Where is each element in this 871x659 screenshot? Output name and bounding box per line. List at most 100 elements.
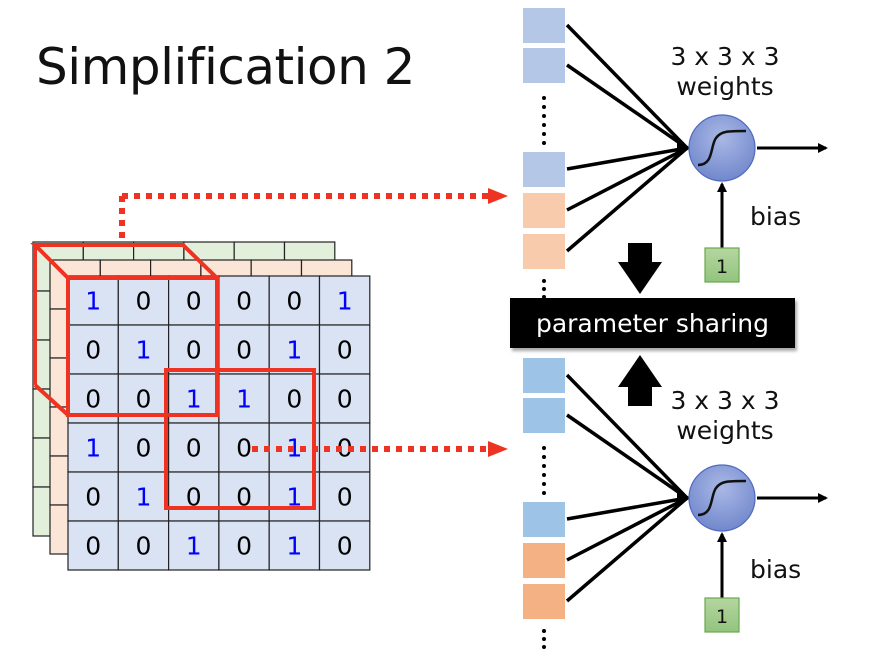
matrix-cell-value: 0 [85, 483, 101, 512]
matrix-cell-value: 0 [135, 385, 151, 414]
matrix-cell-bg [318, 324, 371, 375]
matrix-cell-bg [268, 373, 321, 424]
matrix-cell-bg [218, 275, 270, 326]
matrix-cell-bg [318, 275, 371, 326]
weight-connection [566, 63, 688, 150]
matrix-cell: 0 [168, 324, 220, 375]
matrix-cell: 0 [318, 520, 371, 571]
matrix-cell: 0 [318, 324, 371, 375]
matrix-cell: 0 [67, 324, 119, 375]
matrix-cell: 1 [67, 422, 119, 473]
parameter-sharing-label: parameter sharing [510, 298, 795, 348]
sigmoid-icon [697, 479, 747, 517]
weight-connection [566, 413, 688, 500]
matrix-cell-value: 0 [236, 483, 252, 512]
matrix-cell: 1 [318, 275, 371, 326]
receptive-field-1-front [66, 276, 219, 417]
matrix-cell-bg [168, 324, 220, 375]
dot [542, 141, 546, 145]
input-node [523, 152, 565, 187]
dot [542, 637, 546, 641]
matrix-cell-value: 0 [135, 434, 151, 463]
input-node [523, 234, 565, 269]
weight-connection [565, 146, 689, 253]
matrix-cell-bg [318, 373, 371, 424]
matrix-cell-bg [268, 471, 321, 522]
matrix-cell-value: 0 [236, 287, 252, 316]
matrix-cell-value: 1 [135, 483, 151, 512]
matrix-cell-value: 0 [236, 336, 252, 365]
matrix-cell: 0 [218, 520, 270, 571]
dot [542, 482, 546, 486]
input-node [523, 8, 565, 43]
matrix-cell: 1 [67, 275, 119, 326]
weights-label-top: 3 x 3 x 3 weights [655, 42, 795, 102]
matrix-cell-bg [168, 471, 220, 522]
matrix-cell: 0 [218, 275, 270, 326]
matrix-cell-bg [318, 520, 371, 571]
ellipsis-icon [542, 96, 546, 145]
dot [542, 114, 546, 118]
weights-label-bottom-line1: 3 x 3 x 3 [670, 386, 780, 415]
input-node [523, 584, 565, 619]
matrix-cell-value: 0 [236, 434, 252, 463]
matrix-cell: 0 [168, 422, 220, 473]
matrix-cell: 0 [268, 373, 321, 424]
matrix-cell: 1 [218, 373, 270, 424]
matrix-cell-value: 1 [85, 434, 101, 463]
matrix-cell-value: 0 [186, 287, 202, 316]
connector-1-arrowhead [488, 188, 508, 204]
dot [542, 473, 546, 477]
matrix-cell-value: 0 [85, 532, 101, 561]
matrix-cell-value: 1 [85, 287, 101, 316]
weight-connection [565, 496, 689, 603]
matrix-cell-value: 0 [135, 287, 151, 316]
weights-label-bottom: 3 x 3 x 3 weights [655, 386, 795, 446]
dot [542, 446, 546, 450]
matrix-cell-bg [117, 275, 170, 326]
matrix-cell-bg [218, 471, 270, 522]
weight-connection [566, 496, 688, 521]
matrix-cell-value: 1 [286, 483, 302, 512]
dot [542, 132, 546, 136]
matrix-cell: 0 [67, 471, 119, 522]
dot [542, 287, 546, 291]
dot [542, 491, 546, 495]
bias-box [704, 597, 740, 633]
neuron-circle [688, 114, 756, 182]
bias-value: 1 [716, 606, 728, 628]
matrix-cell: 1 [117, 471, 170, 522]
arrowhead-icon [677, 140, 691, 156]
weights-label-top-line2: weights [676, 72, 774, 101]
matrix-cell: 0 [218, 471, 270, 522]
arrowhead-icon [677, 490, 691, 506]
bias-box [704, 247, 740, 283]
matrix-cell: 0 [117, 275, 170, 326]
matrix-cell-value: 0 [337, 385, 353, 414]
matrix-cell-bg [168, 520, 220, 571]
connector-1 [119, 188, 508, 246]
input-node [523, 48, 565, 83]
matrix-cell-bg [67, 520, 119, 571]
matrix-cell: 0 [168, 275, 220, 326]
matrix-cell: 0 [218, 422, 270, 473]
weights-label-top-line1: 3 x 3 x 3 [670, 42, 780, 71]
neuron-top: 1 [523, 8, 828, 299]
input-node [523, 543, 565, 578]
matrix-cell-value: 0 [85, 336, 101, 365]
dot [542, 464, 546, 468]
matrix-cell: 1 [117, 324, 170, 375]
matrix-cell: 1 [168, 520, 220, 571]
matrix-cell-value: 1 [135, 336, 151, 365]
matrix-cell-value: 0 [286, 287, 302, 316]
matrix-cell-value: 1 [236, 385, 252, 414]
ellipsis-icon [542, 279, 546, 299]
matrix-cell-bg [117, 471, 170, 522]
matrix-cell: 0 [117, 520, 170, 571]
input-node [523, 398, 565, 433]
dot [542, 629, 546, 633]
dot [542, 123, 546, 127]
bias-label-top: bias [750, 202, 802, 231]
